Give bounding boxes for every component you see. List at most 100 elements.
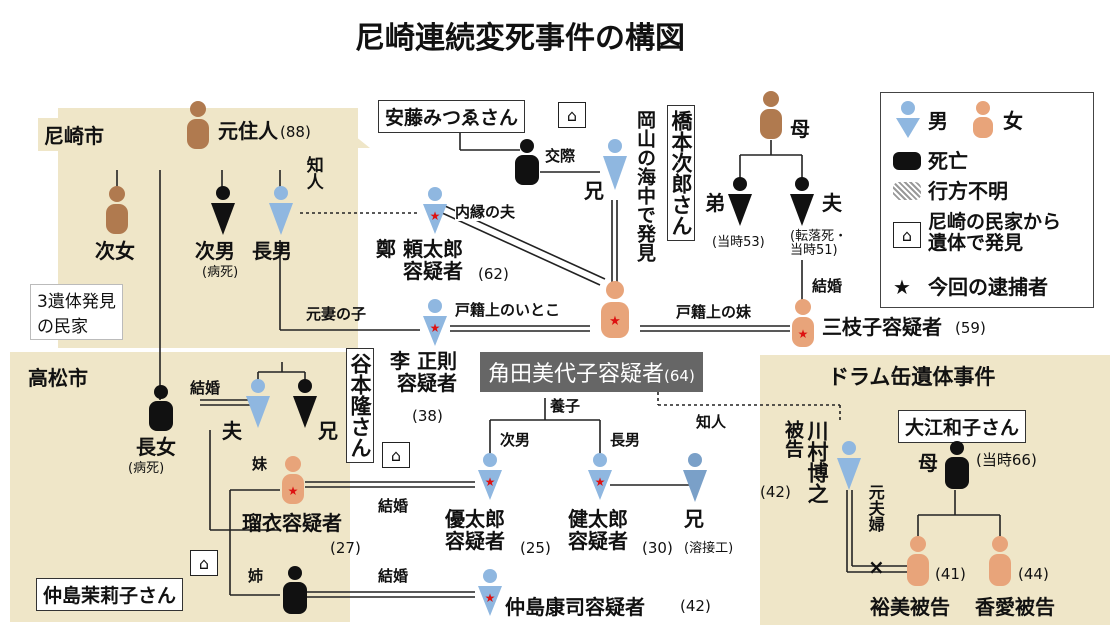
kaai-age: (44) [1018, 565, 1049, 583]
younger-brother-label: 弟 [705, 191, 725, 215]
husband-note: (転落死・ 当時51) [790, 229, 848, 259]
kekkon-label-3: 結婚 [378, 497, 409, 515]
legend-house-icon: ⌂ [893, 222, 921, 248]
ri-label: 李 正則 容疑者 [390, 349, 457, 395]
ani-figure [293, 379, 317, 428]
nakashima-mariko-label: 仲島茉莉子さん [36, 578, 184, 611]
oe-age: (当時66) [976, 451, 1037, 469]
second-son-note: (病死) [202, 265, 239, 280]
former-resident-figure [187, 101, 209, 149]
second-son-label: 次男 [195, 239, 235, 263]
kekkon-label-2: 結婚 [190, 379, 221, 397]
hashimoto-ani-label: 兄 [584, 179, 604, 203]
kekkon-label-4: 結婚 [378, 567, 409, 585]
ri-figure: ★ [423, 299, 447, 346]
younger-brother-note: (当時53) [712, 235, 765, 250]
nakashima-yasuji-figure: ★ [478, 569, 502, 616]
hashimoto-note: 岡山の海中で発見 [633, 110, 656, 262]
former-resident-age: (88) [280, 123, 311, 141]
otto-figure [246, 379, 270, 428]
husband-figure [790, 177, 814, 226]
svg-text:★: ★ [430, 321, 441, 335]
hashimoto-figure [603, 139, 627, 190]
oe-mother-label: 母 [918, 451, 938, 475]
husband-label: 夫 [822, 191, 842, 215]
itoko-label: 戸籍上のいとこ [455, 301, 561, 319]
nakashima-yasuji-label: 仲島康司容疑者 [505, 595, 645, 619]
motofuufu-label: 元夫婦 [865, 484, 885, 532]
tei-age: (62) [478, 265, 509, 283]
legend-male-icon [896, 101, 920, 138]
mother-figure [760, 91, 782, 139]
mieko2-age: (59) [955, 319, 986, 337]
kaai-label: 香愛被告 [975, 595, 1055, 619]
ani2-note: (溶接工) [684, 541, 734, 556]
legend-dead-label: 死亡 [928, 149, 968, 173]
legend-dead-icon [893, 152, 921, 170]
drum-region [760, 355, 1110, 625]
legend-found-label: 尼崎の民家から 遺体で発見 [928, 211, 1062, 254]
nakashima-yasuji-age: (42) [680, 597, 711, 615]
ken-age: (30) [642, 539, 673, 557]
ani-label: 兄 [318, 419, 338, 443]
mother-label: 母 [790, 117, 810, 141]
hiromi-label: 裕美被告 [870, 595, 950, 619]
legend-female-label: 女 [1003, 109, 1023, 133]
kawamura-label: 川村博之 [805, 420, 830, 504]
eldest-daughter-note: (病死) [128, 461, 165, 476]
former-resident-label: 元住人 [218, 119, 278, 143]
imouto-koseki-label: 戸籍上の妹 [676, 303, 752, 321]
three-bodies-house-label: 3遺体発見 の民家 [30, 284, 123, 340]
legend-missing-icon [893, 182, 921, 200]
diagram-title: 尼崎連続変死事件の構図 [355, 21, 685, 56]
otto-label: 夫 [222, 419, 242, 443]
naien-label: 内縁の夫 [455, 203, 516, 221]
yuu-figure: ★ [478, 453, 502, 500]
amagasaki-label: 尼崎市 [38, 118, 110, 151]
yuu-label: 優太郎 容疑者 [445, 507, 505, 553]
svg-text:★: ★ [288, 484, 299, 498]
imouto-label: 妹 [252, 455, 268, 473]
younger-brother-figure [728, 177, 752, 226]
takamatsu-label: 高松市 [22, 360, 94, 393]
kawamura-role: 被告 [781, 420, 804, 458]
eldest-daughter-figure [149, 385, 173, 431]
svg-text:★: ★ [485, 475, 496, 489]
mieko-figure: ★ [601, 281, 629, 338]
ri-age: (38) [412, 407, 443, 425]
svg-text:★: ★ [609, 314, 621, 329]
legend-missing-label: 行方不明 [928, 179, 1008, 203]
eldest-son-figure [269, 186, 293, 235]
divorce-cross-icon: × [868, 555, 885, 579]
svg-text:★: ★ [485, 591, 496, 605]
kawamura-age: (42) [760, 483, 791, 501]
oe-figure [945, 441, 969, 489]
second-son-figure [211, 186, 235, 235]
chounan-label: 長男 [610, 431, 641, 449]
tei-label: 鄭 頼太郎 容疑者 [376, 237, 463, 283]
rui-figure: ★ [282, 456, 304, 504]
tanimoto-label: 谷本隆さん [346, 348, 375, 463]
kawamura-figure [837, 441, 861, 490]
ando-figure [515, 139, 539, 185]
legend-star-icon: ★ [893, 275, 911, 299]
acquaintance-label-1: 知人 [302, 156, 323, 190]
chijin2-label: 知人 [696, 413, 727, 431]
rui-age: (27) [330, 539, 361, 557]
legend-male-label: 男 [928, 109, 948, 133]
kaai-figure [989, 536, 1011, 586]
mieko2-label: 三枝子容疑者 [822, 315, 942, 339]
nakashima-house-icon: ⌂ [190, 550, 218, 576]
mieko-label-box: 角田美代子容疑者(64) [480, 352, 703, 392]
kekkon-label-1: 結婚 [812, 277, 843, 295]
motozuma-label: 元妻の子 [306, 305, 367, 323]
oe-label: 大江和子さん [898, 410, 1027, 443]
ken-label: 健太郎 容疑者 [568, 507, 628, 553]
second-daughter-figure [106, 186, 128, 234]
youshi-label: 養子 [550, 397, 581, 415]
ando-house-icon: ⌂ [558, 102, 586, 128]
hiromi-figure [907, 536, 929, 586]
second-daughter-label: 次女 [95, 239, 135, 263]
jinan-label: 次男 [500, 431, 531, 449]
